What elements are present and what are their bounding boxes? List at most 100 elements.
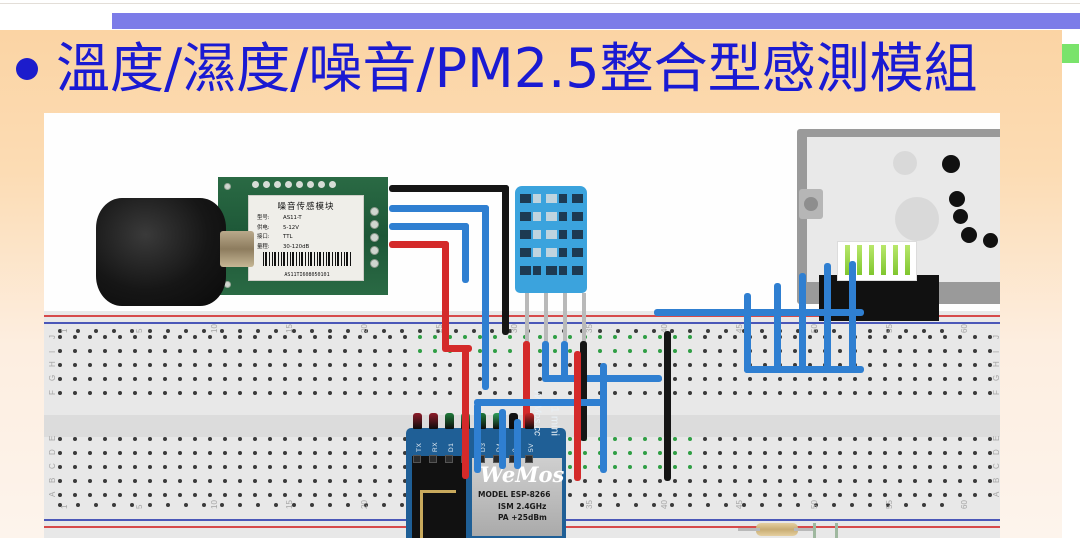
breadboard-hole [958,493,962,497]
breadboard-hole [673,363,677,367]
breadboard-rail-hole [76,503,80,507]
breadboard-hole [313,493,317,497]
breadboard-hole [823,493,827,497]
breadboard-rail-hole [220,329,224,333]
breadboard-hole [868,377,872,381]
breadboard-rail-hole [670,503,674,507]
breadboard-hole [763,349,767,353]
breadboard-row-letter: G [992,375,1000,381]
breadboard-hole [163,493,167,497]
wire-red [442,345,472,352]
breadboard-rail-hole [364,503,368,507]
breadboard-hole [118,391,122,395]
breadboard-rail-hole [112,503,116,507]
noise-label-title: 噪音传感模块 [277,202,335,212]
breadboard-hole [148,363,152,367]
breadboard-hole [298,363,302,367]
breadboard-hole [928,377,932,381]
breadboard-rail-hole [256,503,260,507]
wire-blue [389,205,489,212]
bullet-icon [16,58,38,80]
breadboard-row-letter: I [48,350,57,353]
wire-blue [389,223,469,230]
noise-header-pad [370,220,379,229]
breadboard-hole [313,391,317,395]
breadboard-hole [943,465,947,469]
breadboard-rail-hole [832,503,836,507]
noise-header-pad [285,181,292,188]
noise-spec-value: 5-12V [283,224,299,231]
breadboard-rail-hole [742,503,746,507]
breadboard-hole [673,391,677,395]
breadboard-hole [88,451,92,455]
dht11-pin [525,293,529,345]
breadboard-hole [538,377,542,381]
barcode-icon [263,252,351,266]
resistor-band [770,523,774,536]
breadboard-hole [193,465,197,469]
breadboard-hole [73,479,77,483]
breadboard-hole [148,335,152,339]
noise-header-pad [370,207,379,216]
breadboard-hole [808,363,812,367]
breadboard-hole [658,493,662,497]
breadboard-hole [868,349,872,353]
breadboard-hole [808,479,812,483]
breadboard-hole [613,349,617,353]
breadboard-hole [373,451,377,455]
breadboard: 1155101015152020252530303535404045455050… [44,311,1000,538]
breadboard-hole [238,451,242,455]
breadboard-hole [823,465,827,469]
breadboard-hole [478,391,482,395]
breadboard-hole [388,377,392,381]
breadboard-hole [703,479,707,483]
breadboard-hole [778,465,782,469]
breadboard-rail-hole [580,503,584,507]
breadboard-row-letter: A [992,492,1000,497]
breadboard-hole [973,363,977,367]
wemos-header-hole [525,455,533,463]
breadboard-hole [628,465,632,469]
breadboard-hole [688,493,692,497]
breadboard-hole [388,349,392,353]
noise-spec-key: 量程: [257,243,270,250]
breadboard-hole [388,493,392,497]
breadboard-hole [403,465,407,469]
breadboard-hole [493,349,497,353]
breadboard-hole [223,493,227,497]
wemos-pin-label: D1 [448,442,455,452]
breadboard-hole [73,363,77,367]
breadboard-hole [538,349,542,353]
breadboard-hole [148,465,152,469]
breadboard-hole [358,349,362,353]
breadboard-hole [373,363,377,367]
breadboard-hole [313,479,317,483]
breadboard-hole [208,451,212,455]
breadboard-hole [718,437,722,441]
breadboard-hole [748,377,752,381]
breadboard-hole [283,363,287,367]
breadboard-hole [718,493,722,497]
breadboard-hole [733,391,737,395]
breadboard-hole [118,335,122,339]
top-hairline [0,3,1080,4]
breadboard-rail-hole [814,329,818,333]
breadboard-hole [838,465,842,469]
breadboard-hole [163,377,167,381]
breadboard-hole [898,437,902,441]
breadboard-row-letter: I [992,351,1000,353]
breadboard-column-number: 50 [810,324,819,333]
breadboard-hole [988,377,992,381]
breadboard-hole [88,349,92,353]
breadboard-hole [793,451,797,455]
breadboard-hole [223,349,227,353]
breadboard-column-number: 55 [885,324,894,333]
breadboard-hole [673,493,677,497]
breadboard-rail-hole [220,503,224,507]
breadboard-hole [613,437,617,441]
breadboard-rail-hole [112,329,116,333]
breadboard-hole [358,335,362,339]
breadboard-hole [478,363,482,367]
breadboard-column-number: 55 [885,500,894,509]
breadboard-hole [178,451,182,455]
